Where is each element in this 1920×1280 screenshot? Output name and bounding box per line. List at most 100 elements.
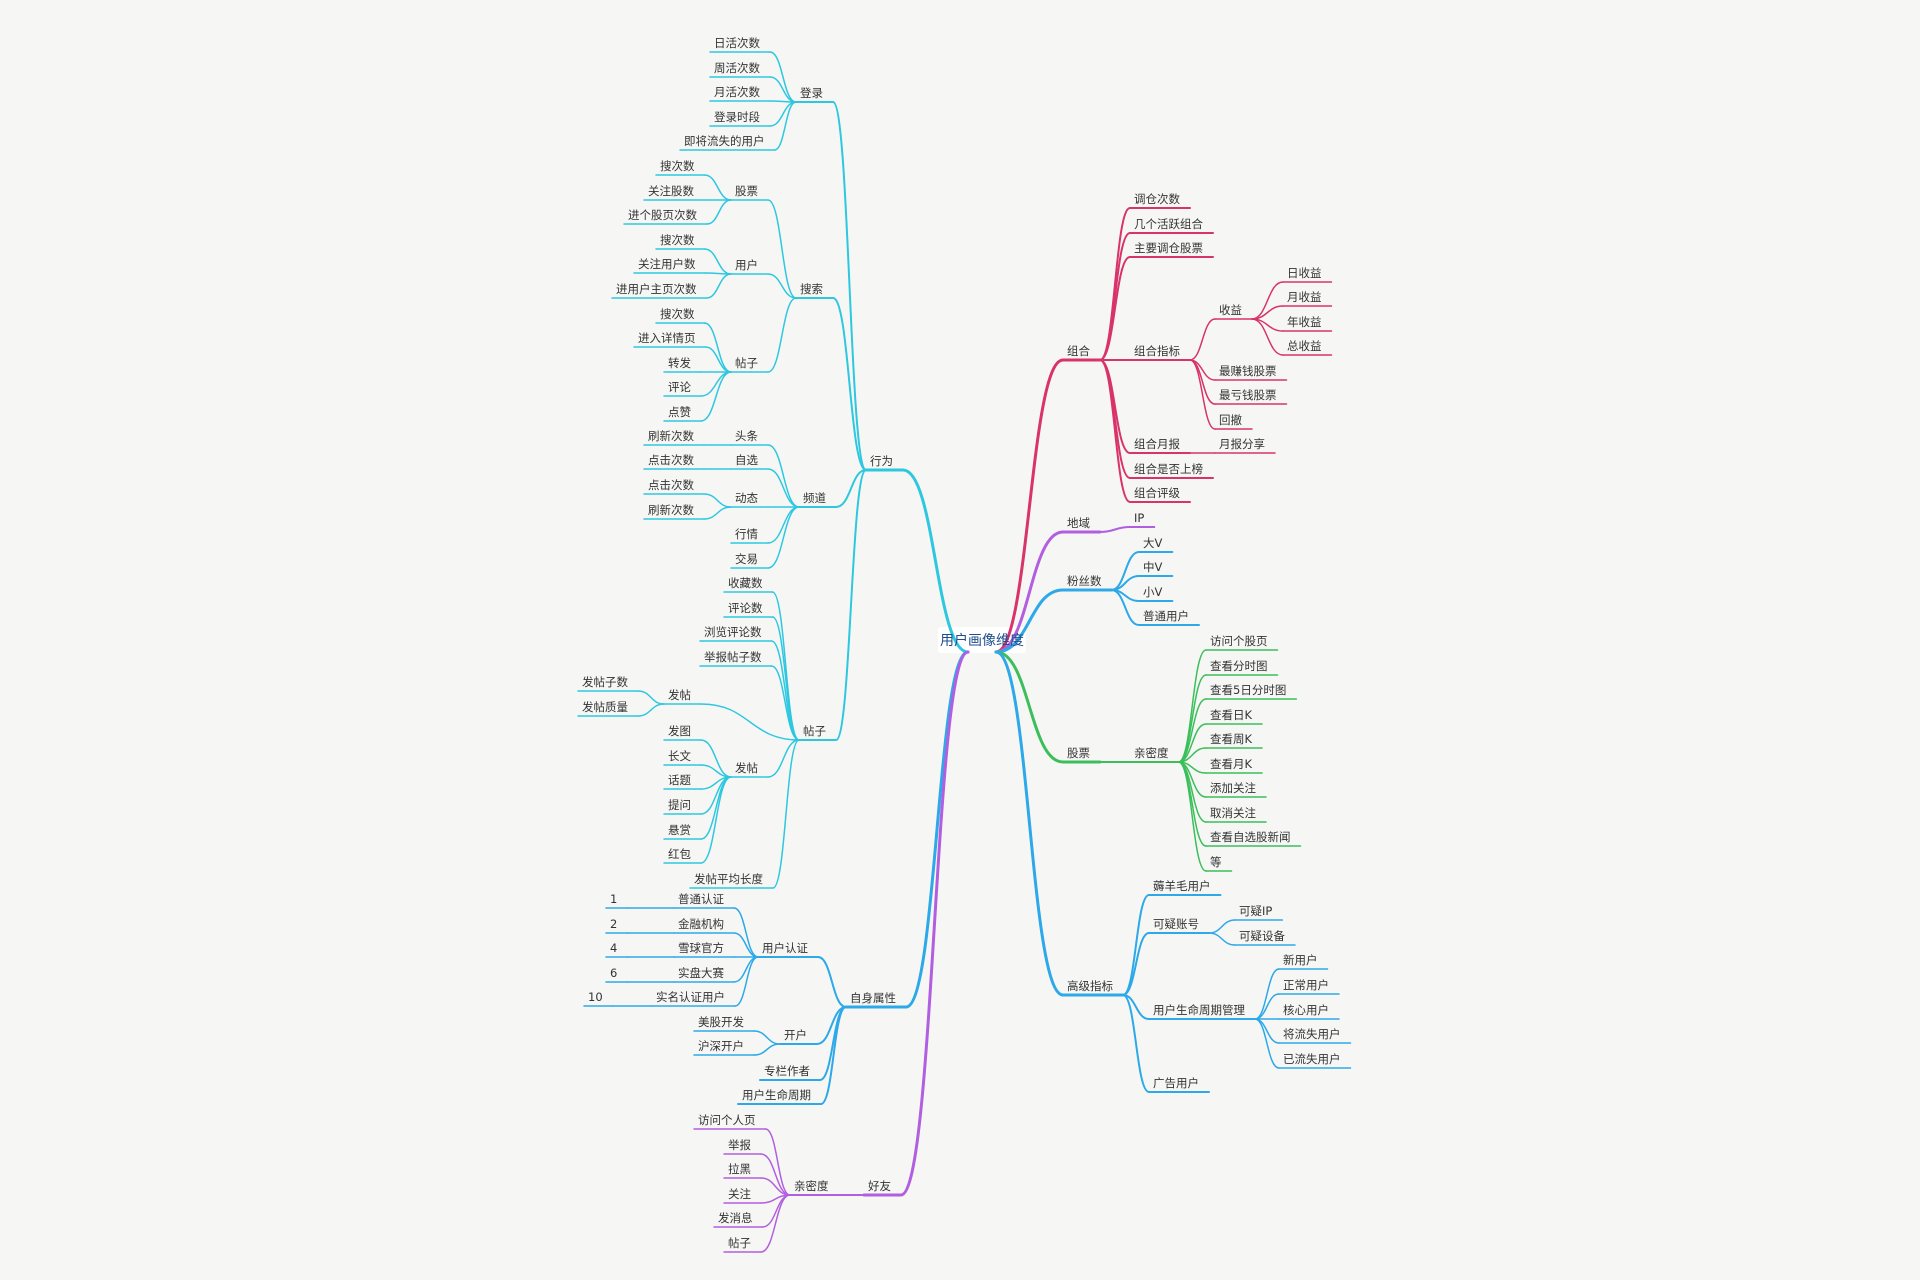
node-leaf-label[interactable]: 刷新次数 (648, 503, 694, 517)
node-leaf-label[interactable]: 查看分时图 (1210, 659, 1268, 673)
node-leaf-label[interactable]: 红包 (668, 847, 691, 861)
node-leaf-label[interactable]: 日活次数 (714, 36, 760, 50)
node-leaf-label[interactable]: 广告用户 (1153, 1076, 1199, 1090)
node-leaf-label[interactable]: 查看月K (1210, 757, 1252, 771)
node-leaf-label[interactable]: 10 (588, 990, 603, 1004)
node-branch-label[interactable]: 自身属性 (850, 991, 896, 1005)
node-leaf-label[interactable]: 访问个人页 (698, 1113, 756, 1127)
node-leaf-label[interactable]: 浏览评论数 (704, 625, 762, 639)
node-leaf-label[interactable]: 收藏数 (728, 576, 763, 590)
node-leaf-label[interactable]: 帖子 (735, 356, 758, 370)
node-leaf-label[interactable]: IP (1134, 511, 1144, 525)
node-leaf-label[interactable]: 日收益 (1287, 266, 1322, 280)
node-leaf-label[interactable]: 查看周K (1210, 732, 1252, 746)
node-leaf-label[interactable]: 薅羊毛用户 (1153, 879, 1211, 893)
node-leaf-label[interactable]: 关注用户数 (638, 257, 696, 271)
node-leaf-label[interactable]: 4 (610, 941, 617, 955)
node-leaf-label[interactable]: 查看日K (1210, 708, 1252, 722)
node-leaf-label[interactable]: 将流失用户 (1283, 1027, 1341, 1041)
node-leaf-label[interactable]: 登录 (800, 86, 823, 100)
node-leaf-label[interactable]: 亲密度 (794, 1179, 829, 1193)
node-leaf-label[interactable]: 发帖 (668, 688, 691, 702)
node-leaf-label[interactable]: 已流失用户 (1283, 1052, 1341, 1066)
node-leaf-label[interactable]: 几个活跃组合 (1134, 217, 1203, 231)
node-leaf-label[interactable]: 发图 (668, 724, 691, 738)
node-leaf-label[interactable]: 专栏作者 (764, 1064, 810, 1078)
node-leaf-label[interactable]: 组合月报 (1134, 437, 1180, 451)
node-leaf-label[interactable]: 搜次数 (660, 159, 695, 173)
node-leaf-label[interactable]: 回撤 (1219, 413, 1242, 427)
node-leaf-label[interactable]: 自选 (735, 453, 758, 467)
node-leaf-label[interactable]: 小V (1143, 585, 1162, 599)
node-leaf-label[interactable]: 点赞 (668, 405, 691, 419)
node-leaf-label[interactable]: 沪深开户 (698, 1039, 744, 1053)
node-leaf-label[interactable]: 大V (1143, 536, 1162, 550)
node-leaf-label[interactable]: 用户 (735, 258, 758, 272)
node-leaf-label[interactable]: 交易 (735, 552, 758, 566)
node-leaf-label[interactable]: 查看5日分时图 (1210, 683, 1286, 697)
node-leaf-label[interactable]: 举报帖子数 (704, 650, 762, 664)
node-leaf-label[interactable]: 调仓次数 (1134, 192, 1180, 206)
node-leaf-label[interactable]: 金融机构 (678, 917, 724, 931)
node-leaf-label[interactable]: 即将流失的用户 (684, 134, 765, 148)
node-leaf-label[interactable]: 关注股数 (648, 184, 694, 198)
node-leaf-label[interactable]: 总收益 (1287, 339, 1322, 353)
node-leaf-label[interactable]: 开户 (784, 1028, 807, 1042)
node-leaf-label[interactable]: 搜次数 (660, 233, 695, 247)
node-leaf-label[interactable]: 进入详情页 (638, 331, 696, 345)
node-leaf-label[interactable]: 动态 (735, 491, 758, 505)
node-leaf-label[interactable]: 帖子 (728, 1236, 751, 1250)
node-leaf-label[interactable]: 发帖 (735, 761, 758, 775)
node-leaf-label[interactable]: 用户认证 (762, 941, 808, 955)
node-leaf-label[interactable]: 月收益 (1287, 290, 1322, 304)
node-leaf-label[interactable]: 发帖质量 (582, 700, 628, 714)
node-branch-label[interactable]: 高级指标 (1067, 979, 1113, 993)
node-leaf-label[interactable]: 等 (1210, 855, 1222, 869)
node-leaf-label[interactable]: 新用户 (1283, 953, 1318, 967)
node-branch-label[interactable]: 地域 (1067, 516, 1090, 530)
node-leaf-label[interactable]: 进用户主页次数 (616, 282, 697, 296)
node-leaf-label[interactable]: 搜索 (800, 282, 823, 296)
node-branch-label[interactable]: 好友 (868, 1179, 891, 1193)
node-leaf-label[interactable]: 行情 (735, 527, 758, 541)
node-leaf-label[interactable]: 美股开发 (698, 1015, 744, 1029)
node-leaf-label[interactable]: 添加关注 (1210, 781, 1256, 795)
node-leaf-label[interactable]: 6 (610, 966, 617, 980)
node-leaf-label[interactable]: 周活次数 (714, 61, 760, 75)
node-leaf-label[interactable]: 发消息 (718, 1211, 753, 1225)
node-leaf-label[interactable]: 举报 (728, 1138, 751, 1152)
node-leaf-label[interactable]: 发帖子数 (582, 675, 628, 689)
node-leaf-label[interactable]: 年收益 (1287, 315, 1322, 329)
node-leaf-label[interactable]: 提问 (668, 798, 691, 812)
node-leaf-label[interactable]: 评论数 (728, 601, 763, 615)
node-leaf-label[interactable]: 月报分享 (1219, 437, 1265, 451)
node-leaf-label[interactable]: 搜次数 (660, 307, 695, 321)
node-leaf-label[interactable]: 发帖平均长度 (694, 872, 763, 886)
node-leaf-label[interactable]: 可疑账号 (1153, 917, 1199, 931)
node-leaf-label[interactable]: 长文 (668, 749, 691, 763)
node-leaf-label[interactable]: 组合指标 (1134, 344, 1180, 358)
node-leaf-label[interactable]: 组合评级 (1134, 486, 1180, 500)
node-leaf-label[interactable]: 普通用户 (1143, 609, 1189, 623)
node-leaf-label[interactable]: 关注 (728, 1187, 751, 1201)
node-leaf-label[interactable]: 2 (610, 917, 617, 931)
node-leaf-label[interactable]: 访问个股页 (1210, 634, 1268, 648)
node-leaf-label[interactable]: 进个股页次数 (628, 208, 697, 222)
node-leaf-label[interactable]: 话题 (668, 773, 691, 787)
node-leaf-label[interactable]: 刷新次数 (648, 429, 694, 443)
node-branch-label[interactable]: 组合 (1067, 344, 1090, 358)
node-leaf-label[interactable]: 中V (1143, 560, 1162, 574)
node-leaf-label[interactable]: 点击次数 (648, 478, 694, 492)
node-leaf-label[interactable]: 取消关注 (1210, 806, 1256, 820)
node-leaf-label[interactable]: 收益 (1219, 303, 1242, 317)
node-leaf-label[interactable]: 转发 (668, 356, 691, 370)
node-leaf-label[interactable]: 实名认证用户 (656, 990, 725, 1004)
node-branch-label[interactable]: 股票 (1067, 746, 1090, 760)
node-leaf-label[interactable]: 1 (610, 892, 617, 906)
node-leaf-label[interactable]: 拉黑 (728, 1162, 751, 1176)
node-leaf-label[interactable]: 可疑IP (1239, 904, 1272, 918)
node-branch-label[interactable]: 行为 (870, 454, 893, 468)
node-leaf-label[interactable]: 点击次数 (648, 453, 694, 467)
node-leaf-label[interactable]: 最赚钱股票 (1219, 364, 1277, 378)
node-leaf-label[interactable]: 帖子 (803, 724, 826, 738)
